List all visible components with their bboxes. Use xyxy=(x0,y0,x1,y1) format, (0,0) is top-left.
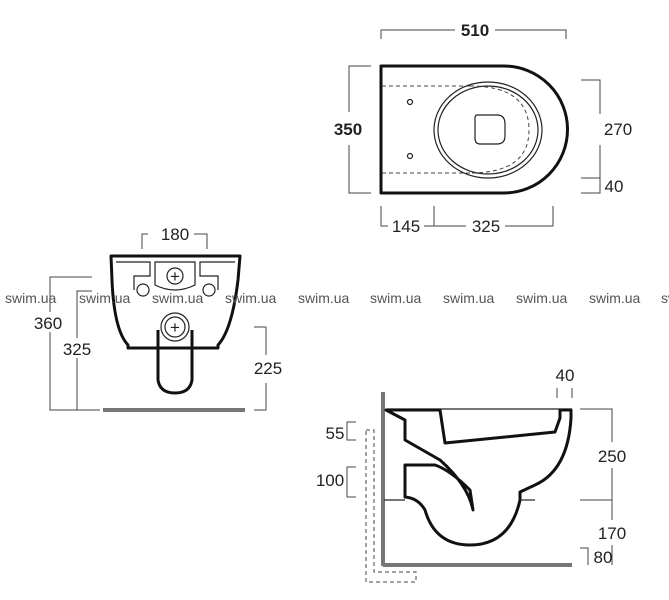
svg-text:+: + xyxy=(170,267,180,286)
dim-height-rim: 325 xyxy=(63,340,91,359)
watermark: swim.ua xyxy=(225,290,277,306)
dim-outlet-height: 225 xyxy=(254,359,282,378)
seat-hole xyxy=(406,98,414,106)
bowl-rim xyxy=(433,81,543,179)
watermark: swim.ua xyxy=(443,290,495,306)
dim-bowl-depth: 270 xyxy=(604,120,632,139)
dim-rim: 40 xyxy=(605,177,624,196)
bowl-section xyxy=(384,408,573,547)
svg-text:+: + xyxy=(170,318,180,337)
seat-hole xyxy=(406,152,414,160)
top-view: 510 350 270 40 145 325 xyxy=(334,21,632,236)
watermark: swim.ua xyxy=(152,290,204,306)
watermark: swim.ua xyxy=(5,290,57,306)
dim-outlet-height: 100 xyxy=(316,471,344,490)
drain-opening xyxy=(474,114,506,145)
dim-height-total: 360 xyxy=(34,314,62,333)
watermark: swim.ua xyxy=(79,290,131,306)
watermark: swim.ua xyxy=(298,290,350,306)
top-view-outline xyxy=(379,64,569,195)
front-view-outline xyxy=(109,254,242,350)
dim-rim-width: 40 xyxy=(556,366,575,385)
outlet-trap xyxy=(156,330,194,395)
watermark: swim.ua xyxy=(370,290,422,306)
front-view: + + 180 360 325 225 xyxy=(30,225,282,412)
watermark: swim.ua xyxy=(516,290,568,306)
dim-width: 510 xyxy=(461,21,489,40)
watermark: swim.ua xyxy=(661,290,669,306)
watermark: swim.ua xyxy=(589,290,641,306)
dim-front-offset: 325 xyxy=(472,217,500,236)
dim-depth: 350 xyxy=(334,120,362,139)
dim-fixing-spacing: 180 xyxy=(161,225,189,244)
dim-inlet-height: 55 xyxy=(326,424,345,443)
dim-wall-gap: 80 xyxy=(594,548,613,567)
dim-bowl-height: 250 xyxy=(598,447,626,466)
watermark-row: swim.ua swim.ua swim.ua swim.ua swim.ua … xyxy=(5,290,669,306)
dim-rear-offset: 145 xyxy=(392,217,420,236)
dim-outlet-from-floor: 170 xyxy=(598,524,626,543)
side-view: 40 55 100 250 170 80 xyxy=(316,366,626,583)
